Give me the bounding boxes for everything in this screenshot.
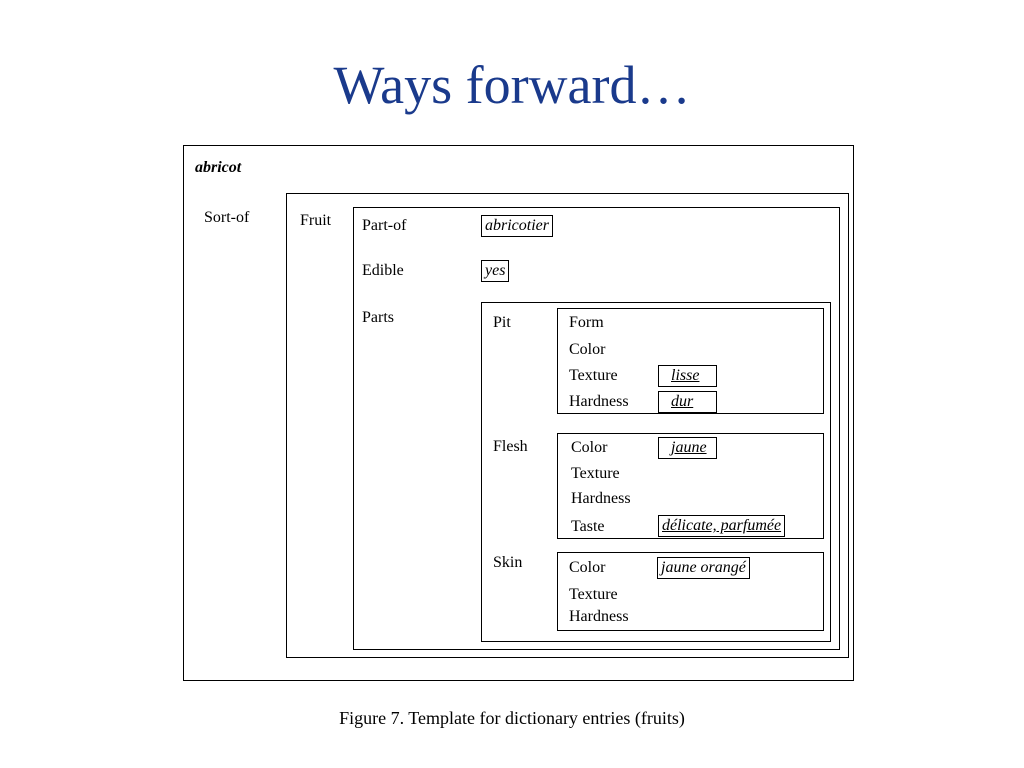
flesh-label: Flesh — [493, 438, 528, 455]
headword: abricot — [195, 159, 242, 176]
skin-frame — [557, 552, 824, 631]
pit-form: Form — [569, 314, 604, 331]
pit-color: Color — [569, 341, 606, 358]
edible-value: yes — [481, 260, 510, 282]
pit-hardness-value: dur — [658, 391, 717, 413]
flesh-hardness: Hardness — [571, 490, 631, 507]
skin-label: Skin — [493, 554, 523, 571]
slide-title: Ways forward… — [333, 55, 691, 115]
flesh-taste-value: délicate, parfumée — [658, 515, 786, 537]
flesh-texture: Texture — [571, 465, 620, 482]
parts-label: Parts — [362, 309, 394, 326]
flesh-color: Color — [571, 439, 608, 456]
fruit-frame — [353, 207, 840, 650]
pit-texture: Texture — [569, 367, 618, 384]
skin-hardness: Hardness — [569, 608, 629, 625]
skin-color: Color — [569, 559, 606, 576]
sort-of-frame — [286, 193, 849, 658]
figure-caption: Figure 7. Template for dictionary entrie… — [339, 708, 685, 728]
pit-frame — [557, 308, 824, 414]
flesh-taste: Taste — [571, 518, 605, 535]
skin-color-value: jaune orangé — [657, 557, 750, 579]
category-label: Fruit — [300, 212, 332, 229]
edible-label: Edible — [362, 262, 404, 279]
pit-texture-value: lisse — [658, 365, 717, 387]
pit-hardness: Hardness — [569, 393, 629, 410]
flesh-frame — [557, 433, 824, 539]
pit-label: Pit — [493, 314, 511, 331]
parts-frame — [481, 302, 831, 642]
part-of-label: Part-of — [362, 217, 407, 234]
entry-frame — [183, 145, 854, 681]
flesh-color-value: jaune — [658, 437, 717, 459]
skin-texture: Texture — [569, 586, 618, 603]
sort-of-label: Sort-of — [204, 209, 250, 226]
part-of-value: abricotier — [481, 215, 553, 237]
